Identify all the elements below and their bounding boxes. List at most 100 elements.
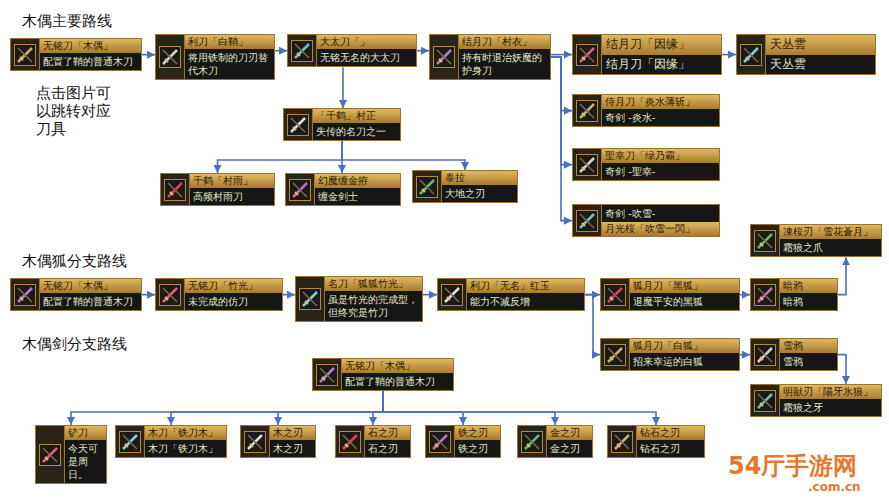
watermark: 54厅手游网	[728, 452, 857, 481]
weapon-name: 聖幸刀「绿乃霸」	[602, 149, 719, 163]
weapon-box: 铲刀今天可是周日。	[35, 425, 107, 484]
weapon-icon	[156, 35, 185, 79]
weapon-note: 配置了鞘的普通木刀	[342, 373, 453, 390]
section-heading: 点击图片可以跳转对应刀具	[36, 84, 116, 138]
weapon-note: 无铭无名的大太刀	[317, 49, 416, 66]
weapon-name: 大太刀「」	[317, 35, 416, 49]
weapon-name: 结月刀「村衣」	[459, 35, 550, 49]
upgrade-arrow	[722, 54, 736, 56]
weapon-box: 天丛雲天丛雲	[736, 34, 876, 75]
weapon-box: 石之刃石之刃	[335, 425, 411, 458]
upgrade-arrow	[342, 67, 344, 108]
weapon-box: 名刀「狐狐竹光」虽是竹光的完成型，但终究是竹刀	[295, 276, 423, 322]
weapon-name: 铁之刃	[455, 426, 500, 440]
sword-glyph	[339, 431, 361, 453]
weapon-box: 幻魔缠金拵缠金剑士	[285, 173, 401, 206]
weapon-icon	[288, 35, 317, 66]
weapon-icon	[296, 277, 325, 321]
weapon-box: 木之刃木之刃	[240, 425, 316, 458]
upgrade-arrow	[373, 391, 383, 425]
weapon-icon	[284, 109, 313, 140]
weapon-icon	[573, 205, 602, 236]
weapon-icon	[751, 279, 780, 310]
upgrade-arrow	[283, 294, 295, 296]
weapon-name: 结月刀「因缘」	[602, 35, 721, 55]
weapon-name: 利刀「白鞘」	[185, 35, 274, 49]
weapon-box: 凍桜刃「雪花蒼月」霜狼之爪	[750, 224, 882, 257]
weapon-icon	[156, 279, 185, 310]
weapon-icon	[573, 95, 602, 126]
weapon-box: 钻石之刃钻石之刃	[607, 425, 705, 458]
weapon-box: 狐月刀「黑狐」退魔平安的黑狐	[600, 278, 740, 311]
weapon-box: 狐月刀「白狐」招来幸运的白狐	[600, 338, 740, 371]
weapon-note: 木刀「铁刀木」	[145, 440, 226, 457]
weapon-box: 结月刀「因缘」结月刀「因缘」	[572, 34, 722, 75]
weapon-name: 「千鹤」村正	[313, 109, 400, 123]
weapon-box: 侍月刀「炎水薄斩」奇剑 -炎水-	[572, 94, 720, 127]
weapon-icon	[413, 171, 442, 202]
weapon-icon	[11, 279, 40, 310]
weapon-note: 雪鸦	[780, 353, 837, 370]
weapon-note: 结月刀「因缘」	[602, 55, 721, 75]
weapon-name: 侍月刀「炎水薄斩」	[602, 95, 719, 109]
weapon-note: 木之刃	[270, 440, 315, 457]
sword-glyph	[754, 344, 776, 366]
sword-glyph	[14, 284, 36, 306]
weapon-name: 天丛雲	[766, 35, 875, 55]
weapon-box: 铁之刃铁之刃	[425, 425, 501, 458]
upgrade-arrow	[585, 295, 600, 355]
weapon-name: 雪鸦	[780, 339, 837, 353]
weapon-icon	[336, 426, 365, 457]
weapon-note: 配置了鞘的普通木刀	[40, 293, 141, 310]
weapon-name: 泰拉	[442, 171, 517, 185]
weapon-icon	[751, 339, 780, 370]
weapon-icon	[751, 385, 780, 416]
weapon-box: 暗鸦暗鸦	[750, 278, 838, 311]
weapon-name: 狐月刀「白狐」	[630, 339, 739, 353]
sword-glyph	[521, 431, 543, 453]
sword-glyph	[14, 44, 36, 66]
weapon-name: 金之刃	[547, 426, 592, 440]
upgrade-arrow	[417, 50, 429, 52]
weapon-box: 结月刀「村衣」持有时退治妖魔的护身刀	[429, 34, 551, 80]
sword-glyph	[740, 44, 762, 66]
sword-glyph	[291, 40, 313, 62]
sword-glyph	[611, 431, 633, 453]
upgrade-arrow	[275, 50, 287, 52]
weapon-icon	[36, 426, 65, 483]
weapon-box: 无铭刀「木偶」配置了鞘的普通木刀	[312, 358, 454, 391]
weapon-box: 「千鹤」村正失传的名刀之一	[283, 108, 401, 141]
sword-glyph	[39, 444, 61, 466]
sword-glyph	[604, 344, 626, 366]
weapon-name: 奇剑 -吹雪-	[602, 205, 719, 222]
weapon-note: 石之刃	[365, 440, 410, 457]
sword-glyph	[433, 46, 455, 68]
weapon-icon	[601, 339, 630, 370]
upgrade-arrow	[71, 391, 383, 425]
upgrade-arrow	[423, 294, 437, 296]
weapon-box: 无铭刀「竹光」未完成的仿刀	[155, 278, 283, 311]
weapon-icon	[11, 39, 40, 70]
weapon-box: 聖幸刀「绿乃霸」奇剑 -聖幸-	[572, 148, 720, 181]
weapon-icon	[286, 174, 315, 205]
weapon-box: 利刀「白鞘」将用铁制的刀刃替代木刀	[155, 34, 275, 80]
upgrade-arrow	[171, 391, 383, 425]
sword-glyph	[316, 364, 338, 386]
weapon-note: 铁之刃	[455, 440, 500, 457]
weapon-box: 明獣刃「陽牙氷狼」霜狼之牙	[750, 384, 882, 417]
weapon-icon	[438, 279, 467, 310]
upgrade-arrow	[142, 294, 155, 296]
weapon-name: 木之刃	[270, 426, 315, 440]
sword-glyph	[429, 431, 451, 453]
weapon-icon	[573, 149, 602, 180]
weapon-icon	[430, 35, 459, 79]
sword-glyph	[289, 179, 311, 201]
weapon-name: 无铭刀「木偶」	[40, 39, 141, 53]
upgrade-arrow	[278, 391, 383, 425]
sword-glyph	[754, 284, 776, 306]
weapon-box: 雪鸦雪鸦	[750, 338, 838, 371]
weapon-note: 奇剑 -聖幸-	[602, 163, 719, 180]
weapon-note: 能力不减反增	[467, 293, 584, 310]
weapon-note: 退魔平安的黑狐	[630, 293, 739, 310]
sword-glyph	[576, 44, 598, 66]
